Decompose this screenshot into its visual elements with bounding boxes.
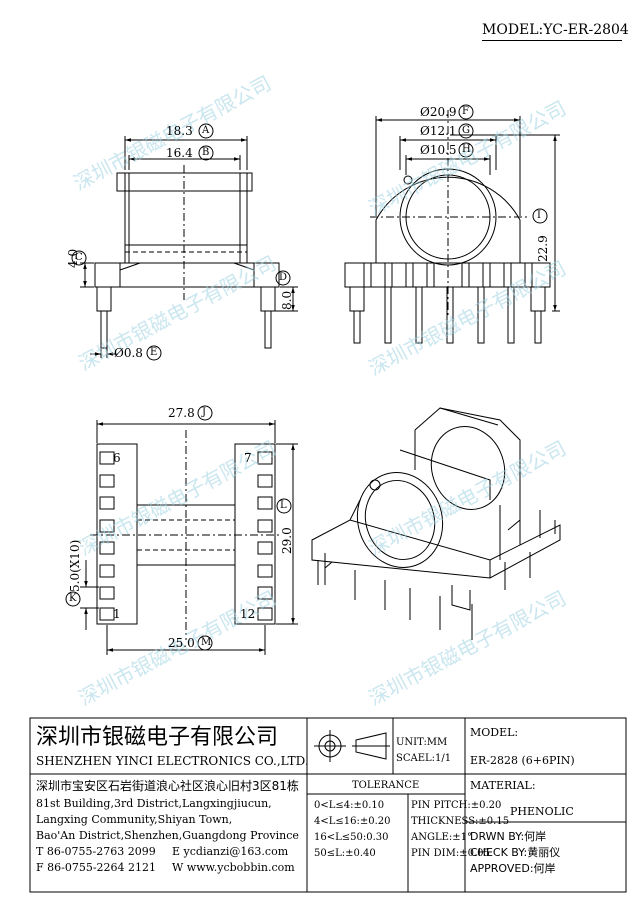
marker-e: E bbox=[150, 347, 158, 358]
dim-l-value: 29.0 bbox=[280, 527, 294, 554]
marker-j: J bbox=[202, 407, 207, 418]
material-value: PHENOLIC bbox=[510, 805, 574, 818]
marker-h: H bbox=[462, 144, 471, 155]
company-name-en: SHENZHEN YINCI ELECTRONICS CO.,LTD. bbox=[36, 754, 309, 768]
marker-m: M bbox=[201, 637, 212, 648]
pin-6: 6 bbox=[113, 451, 121, 465]
address-cn: 深圳市宝安区石岩街道浪心社区浪心旧村3区81栋 bbox=[36, 779, 299, 793]
model-header: MODEL:YC-ER-2804 bbox=[482, 22, 629, 38]
address-en-3: Bao'An District,Shenzhen,Guangdong Provi… bbox=[36, 829, 299, 842]
website: W www.ycbobbin.com bbox=[172, 861, 295, 874]
tolerance-1: 0<L≤4:±0.10 bbox=[314, 800, 385, 811]
bottom-view bbox=[80, 420, 298, 655]
dim-h-value: Ø10.5 bbox=[420, 143, 457, 157]
side-view bbox=[344, 110, 560, 344]
marker-i: I bbox=[537, 210, 541, 221]
marker-a: A bbox=[202, 125, 210, 136]
dim-d-value: 8.0 bbox=[280, 290, 294, 310]
dim-m-value: 25.0 bbox=[168, 636, 195, 650]
tolerance-3: 16<L≤50:0.30 bbox=[314, 832, 389, 843]
dim-j-value: 27.8 bbox=[168, 406, 195, 420]
pin-12: 12 bbox=[240, 607, 256, 621]
drawn-by: DRWN BY:何岸 bbox=[470, 830, 547, 843]
dim-k-value: 5.0(X10) bbox=[68, 539, 82, 592]
marker-c: C bbox=[75, 252, 83, 263]
model-value: ER-2828 (6+6PIN) bbox=[470, 754, 575, 767]
tolerance-2: 4<L≤16:±0.20 bbox=[314, 816, 391, 827]
marker-l: L bbox=[280, 500, 287, 511]
address-en-2: Langxing Community,Shiyan Town, bbox=[36, 813, 233, 826]
model-label: MODEL: bbox=[470, 726, 519, 739]
title-block-frame bbox=[29, 717, 627, 893]
tolerance-thickness: THICKNESS:±0.15 bbox=[411, 816, 510, 827]
dim-i-value: 22.9 bbox=[536, 235, 550, 262]
email: E ycdianzi@163.com bbox=[172, 845, 289, 858]
company-name-cn: 深圳市银磁电子有限公司 bbox=[36, 725, 279, 750]
dimension-markers bbox=[65, 104, 548, 651]
scale: SCAEL:1/1 bbox=[396, 753, 452, 764]
dim-f-value: Ø20.9 bbox=[420, 105, 457, 119]
marker-g: G bbox=[462, 125, 470, 136]
material-label: MATERIAL: bbox=[470, 779, 536, 792]
dim-a-value: 18.3 bbox=[166, 124, 193, 138]
pin-7: 7 bbox=[244, 451, 252, 465]
tel: T 86-0755-2763 2099 bbox=[36, 845, 156, 858]
tolerance-angle: ANGLE:±1° bbox=[411, 832, 473, 843]
isometric-view bbox=[311, 407, 561, 640]
marker-f: F bbox=[462, 106, 469, 117]
tolerance-4: 50≤L:±0.40 bbox=[314, 848, 376, 859]
tolerance-pin-dim: PIN DIM:±0.05 bbox=[411, 848, 490, 859]
header-underline bbox=[482, 40, 622, 41]
dim-e-value: Ø0.8 bbox=[114, 346, 143, 360]
dim-g-value: Ø12.1 bbox=[420, 124, 457, 138]
marker-k: K bbox=[69, 593, 77, 604]
marker-d: D bbox=[279, 272, 288, 283]
dim-b-value: 16.4 bbox=[166, 146, 193, 160]
approved-by: APPROVED:何岸 bbox=[470, 862, 556, 875]
tolerance-title: TOLERANCE bbox=[352, 780, 420, 791]
unit: UNIT:MM bbox=[396, 737, 448, 748]
address-en-1: 81st Building,3rd District,Langxingjiucu… bbox=[36, 797, 272, 810]
marker-b: B bbox=[202, 147, 210, 158]
tolerance-pin-pitch: PIN PITCH:±0.20 bbox=[411, 800, 502, 811]
fax: F 86-0755-2264 2121 bbox=[36, 861, 157, 874]
front-view bbox=[80, 136, 298, 358]
pin-1: 1 bbox=[113, 607, 121, 621]
check-by: CHECK BY:黄丽仪 bbox=[470, 846, 561, 859]
